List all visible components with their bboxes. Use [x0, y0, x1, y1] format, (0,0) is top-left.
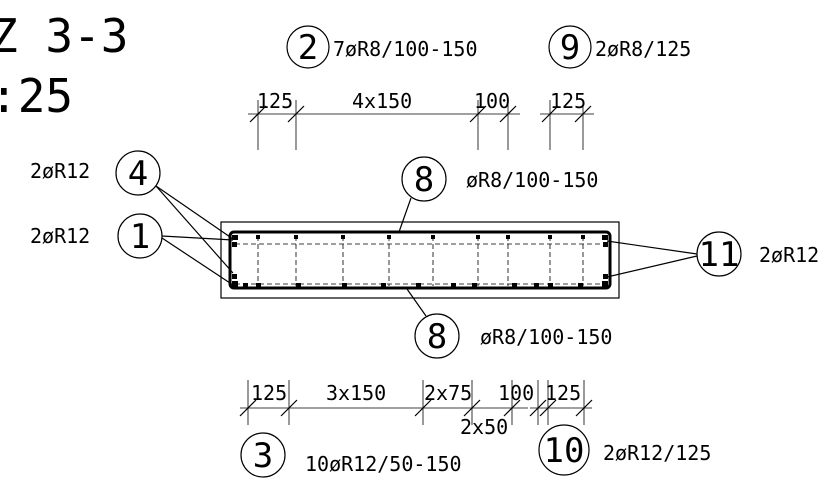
callout-1-label: 2øR12: [30, 224, 90, 248]
top-dim-3: 100: [474, 89, 510, 113]
marker-1: 1 2øR12: [30, 213, 234, 286]
bottom-dim-4: 100: [498, 381, 534, 405]
top-bars: [232, 235, 608, 247]
top-dim-4: 125: [550, 89, 586, 113]
bottom-dim-2: 3x150: [326, 381, 386, 405]
bottom-dimension: 125 3x150 2x75 100 125 2x50: [239, 380, 593, 439]
section-scale: :25: [0, 69, 73, 123]
callout-11-label: 2øR12: [759, 243, 819, 267]
callout-8-top-label: øR8/100-150: [466, 168, 598, 192]
callout-8-bottom-label: øR8/100-150: [480, 325, 612, 349]
svg-text:11: 11: [699, 235, 740, 275]
svg-text:8: 8: [414, 160, 434, 200]
marker-8-top: 8 øR8/100-150: [398, 156, 598, 233]
svg-text:10: 10: [544, 431, 585, 471]
top-dimension: 125 4x150 100 125: [248, 89, 594, 150]
bottom-dim-1: 125: [251, 381, 287, 405]
bottom-dim-5: 125: [545, 381, 581, 405]
bottom-dim-6: 2x50: [460, 415, 508, 439]
callout-4-label: 2øR12: [30, 159, 90, 183]
stirrup: [228, 230, 612, 290]
marker-4: 4 2øR12: [30, 150, 234, 274]
svg-text:9: 9: [560, 28, 580, 68]
svg-text:3: 3: [253, 436, 273, 476]
svg-text:4: 4: [128, 154, 148, 194]
top-dim-1: 125: [257, 89, 293, 113]
callout-9-label: 2øR8/125: [595, 37, 691, 61]
svg-text:1: 1: [130, 217, 150, 257]
marker-3: 3 10øR12/50-150: [240, 432, 462, 478]
bottom-bars: [232, 274, 608, 287]
callout-10-label: 2øR12/125: [603, 441, 711, 465]
svg-text:2: 2: [298, 28, 318, 68]
marker-8-bottom: 8 øR8/100-150: [406, 288, 612, 359]
callout-2-label: 7øR8/100-150: [333, 37, 478, 61]
bottom-dim-3: 2x75: [424, 381, 472, 405]
svg-text:8: 8: [427, 317, 447, 357]
top-dim-2: 4x150: [352, 89, 412, 113]
marker-10: 10 2øR12/125: [538, 424, 711, 476]
section-title: Z 3-3: [0, 9, 128, 63]
callout-3-label: 10øR12/50-150: [305, 452, 462, 476]
marker-11: 11 2øR12: [606, 231, 819, 278]
marker-2: 2 7øR8/100-150: [286, 25, 478, 69]
marker-9: 9 2øR8/125: [548, 25, 691, 69]
vertical-links: [257, 236, 584, 286]
